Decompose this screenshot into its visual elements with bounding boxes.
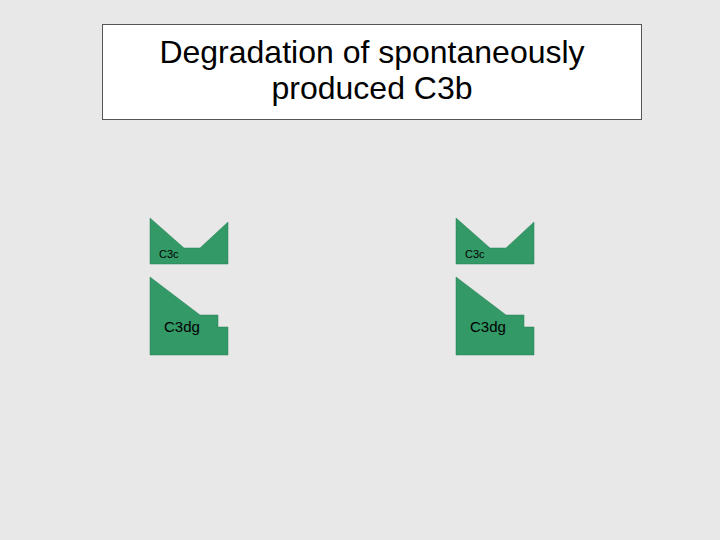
fragment-label: C3dg xyxy=(164,319,200,336)
fragment-shape xyxy=(456,277,536,355)
fragment-fill xyxy=(150,277,228,355)
c3dg-fragment: C3dg xyxy=(150,277,230,355)
c3c-fragment: C3c xyxy=(150,218,230,264)
c3dg-fragment: C3dg xyxy=(456,277,536,355)
fragment-fill xyxy=(150,218,228,264)
c3c-fragment: C3c xyxy=(456,218,536,264)
fragment-fill xyxy=(456,277,534,355)
fragment-label: C3c xyxy=(465,248,485,260)
title: Degradation of spontaneously produced C3… xyxy=(103,34,641,106)
title-box: Degradation of spontaneously produced C3… xyxy=(102,24,642,120)
fragment-label: C3c xyxy=(159,248,179,260)
fragment-fill xyxy=(456,218,534,264)
fragment-label: C3dg xyxy=(470,319,506,336)
fragment-shape xyxy=(150,277,230,355)
